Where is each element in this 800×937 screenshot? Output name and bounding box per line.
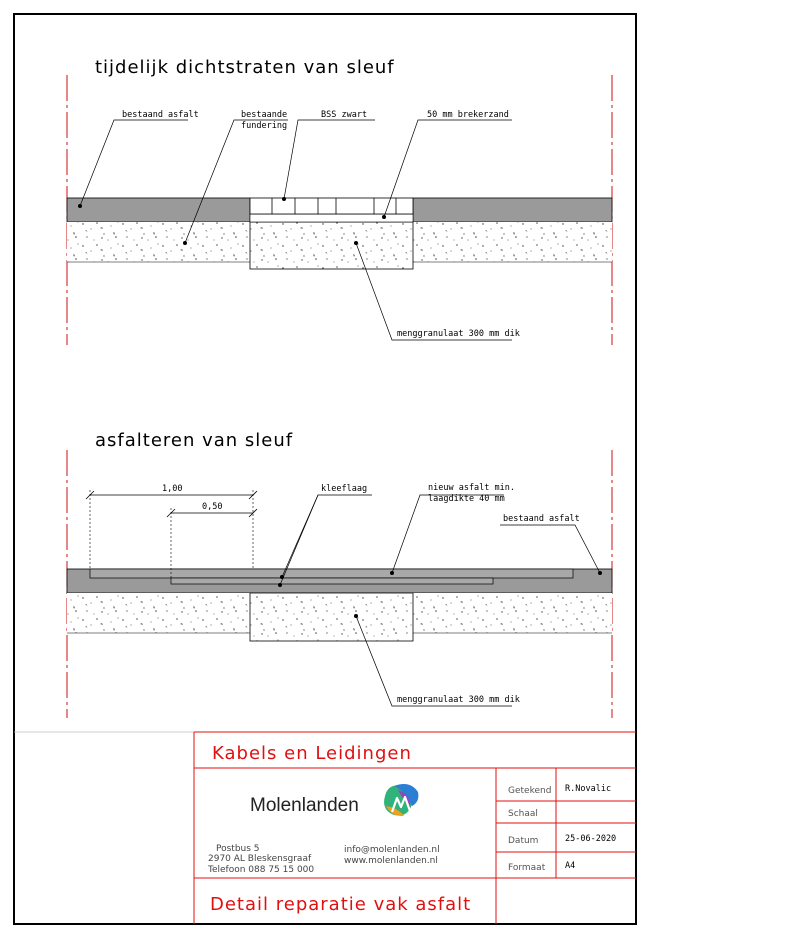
existing-foundation-left [67, 222, 250, 262]
field-date-value: 25-06-2020 [565, 834, 616, 844]
svg-text:kleeflaag: kleeflaag [321, 484, 367, 494]
existing-asphalt-left [66, 197, 251, 223]
bss-paving-stones [249, 197, 414, 215]
dimension-inner: 0,50 [166, 502, 258, 578]
section2-title: asfalteren van sleuf [95, 430, 293, 451]
address-line-2: 2970 AL Bleskensgraaf [208, 854, 312, 864]
svg-text:nieuw asfalt min.: nieuw asfalt min. [428, 483, 515, 493]
leader-existing-foundation: bestaande fundering [183, 110, 288, 245]
field-date-label: Datum [508, 836, 538, 846]
trench-granulate-2 [249, 592, 414, 642]
existing-foundation-right [413, 222, 612, 262]
leader-granulate-1: menggranulaat 300 mm dik [354, 241, 520, 341]
field-scale-label: Schaal [508, 809, 538, 819]
company-name: Molenlanden [250, 795, 359, 816]
address-line-1: Postbus 5 [216, 844, 260, 854]
foundation-right-2 [413, 593, 612, 633]
sheet-border [13, 13, 637, 925]
field-drawn-by-value: R.Novalic [565, 784, 611, 794]
contact-web: www.molenlanden.nl [344, 856, 438, 866]
leader-tack-coat: kleeflaag [278, 484, 372, 587]
section-asphalting: asfalteren van sleuf 1,00 0,50 [66, 430, 613, 718]
leader-existing-asphalt-2: bestaand asfalt [500, 514, 602, 575]
svg-text:BSS zwart: BSS zwart [321, 110, 367, 120]
contact-email: info@molenlanden.nl [344, 845, 440, 855]
leader-granulate-2: menggranulaat 300 mm dik [354, 614, 520, 707]
address-line-3: Telefoon 088 75 15 000 [207, 865, 314, 875]
leader-crushed-sand: 50 mm brekerzand [382, 110, 512, 219]
trench-granulate [249, 221, 414, 270]
new-asphalt-lower [170, 577, 494, 585]
molenlanden-logo-icon [384, 784, 419, 817]
field-format-value: A4 [565, 861, 575, 871]
dimension-outer: 1,00 [85, 484, 258, 569]
leader-bss: BSS zwart [282, 110, 375, 201]
foundation-left-2 [67, 593, 250, 633]
svg-text:bestaand asfalt: bestaand asfalt [122, 110, 199, 120]
leader-existing-asphalt: bestaand asfalt [78, 110, 199, 208]
svg-text:0,50: 0,50 [202, 502, 222, 512]
existing-asphalt-right [412, 197, 613, 223]
title-block-grid [193, 731, 636, 924]
drawing-title: Detail reparatie vak asfalt [210, 894, 471, 915]
svg-text:1,00: 1,00 [162, 484, 182, 494]
section1-title: tijdelijk dichtstraten van sleuf [95, 57, 395, 78]
leader-new-asphalt: nieuw asfalt min. laagdikte 40 mm [390, 483, 515, 575]
title-block-heading: Kabels en Leidingen [212, 743, 412, 764]
crushed-sand-layer [249, 213, 414, 223]
title-block: Kabels en Leidingen Molenlanden Postbus … [14, 731, 636, 924]
new-asphalt-upper [89, 568, 574, 579]
svg-text:bestaande: bestaande [241, 110, 287, 120]
svg-text:bestaand asfalt: bestaand asfalt [503, 514, 580, 524]
section-temporary-paving: tijdelijk dichtstraten van sleuf bes [66, 57, 613, 345]
molenlanden-logo: Molenlanden [250, 784, 419, 817]
field-format-label: Formaat [508, 863, 546, 873]
svg-text:fundering: fundering [241, 121, 287, 131]
svg-text:menggranulaat 300 mm dik: menggranulaat 300 mm dik [397, 695, 520, 705]
field-drawn-by-label: Getekend [508, 786, 551, 796]
svg-text:laagdikte 40 mm: laagdikte 40 mm [428, 494, 505, 504]
svg-text:menggranulaat 300 mm dik: menggranulaat 300 mm dik [397, 329, 520, 339]
svg-text:50 mm brekerzand: 50 mm brekerzand [427, 110, 509, 120]
